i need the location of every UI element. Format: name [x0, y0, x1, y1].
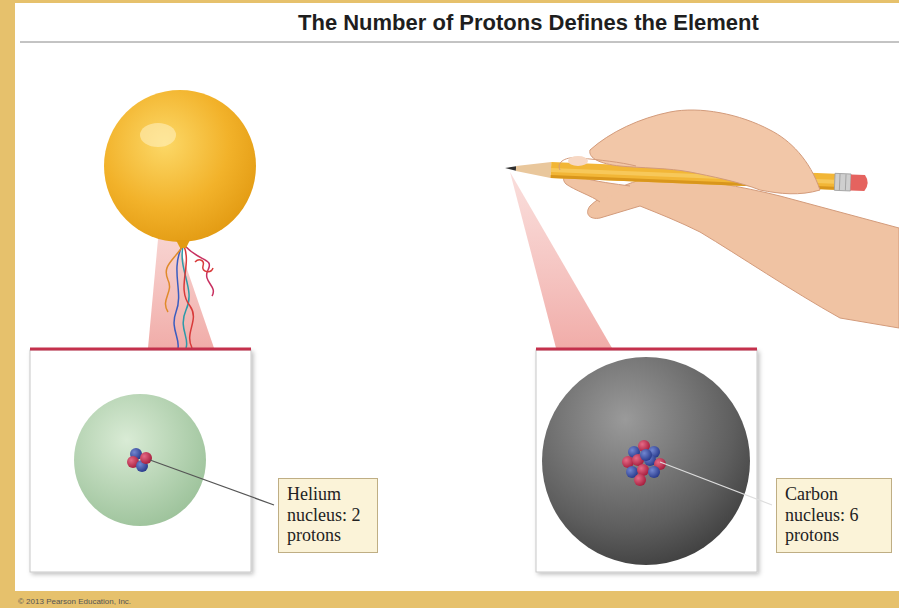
atom-label: Helium nucleus: 2 protons: [287, 484, 370, 546]
figure-title: The Number of Protons Defines the Elemen…: [298, 10, 759, 36]
helium-nucleus: [127, 448, 152, 472]
carbon-nucleus: [622, 440, 666, 486]
copyright-note: © 2013 Pearson Education, Inc.: [18, 597, 131, 606]
inset-rule: [536, 348, 757, 351]
balloon-highlight: [140, 123, 176, 147]
leader-line: [150, 460, 274, 505]
carbon-atom: [542, 357, 750, 565]
fingernail: [568, 156, 588, 166]
page-panel: [15, 3, 899, 591]
hand-with-pencil: [505, 110, 899, 328]
inset-rule: [30, 348, 251, 351]
inset-panel: [30, 350, 251, 572]
atom-label: Carbon nucleus: 6 protons: [785, 484, 884, 546]
balloon: [104, 90, 256, 242]
hand-thumb: [590, 110, 820, 194]
label-box: Carbon nucleus: 6 protons: [776, 478, 892, 553]
title-rule: [20, 42, 899, 43]
hand-palm: [588, 176, 899, 328]
leader-line: [660, 462, 772, 505]
balloon-ribbons: [165, 246, 213, 348]
label-box: Helium nucleus: 2 protons: [278, 478, 378, 553]
inset-panel: [536, 350, 757, 572]
helium-atom: [74, 394, 206, 526]
balloon-knot: [176, 240, 190, 248]
